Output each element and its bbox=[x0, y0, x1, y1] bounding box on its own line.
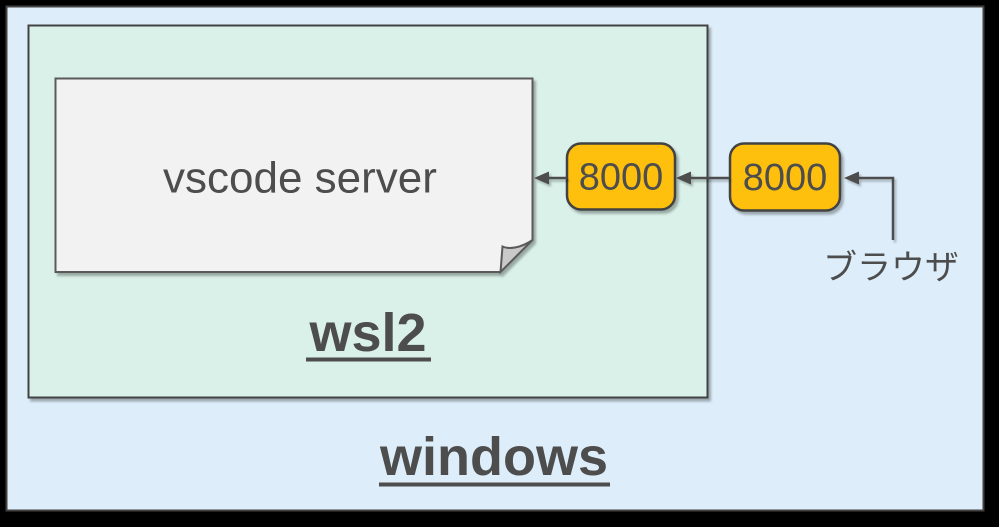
arrowhead-port-to-server bbox=[534, 171, 549, 185]
arrow-browser-to-port bbox=[859, 176, 895, 240]
wsl2-label-group: wsl2 bbox=[306, 303, 431, 363]
port-label-wsl2: 8000 bbox=[579, 157, 664, 199]
vscode-server-label: vscode server bbox=[163, 154, 437, 203]
windows-label: windows bbox=[379, 427, 608, 487]
note-fold-corner bbox=[499, 239, 534, 275]
port-label-windows: 8000 bbox=[743, 157, 828, 199]
arrowhead-port-to-port bbox=[676, 171, 691, 185]
port-node-windows bbox=[728, 142, 842, 212]
flow-arrows bbox=[534, 171, 895, 240]
arrowhead-browser-to-port bbox=[844, 171, 859, 185]
windows-label-group: windows bbox=[379, 427, 610, 487]
wsl2-label: wsl2 bbox=[308, 303, 426, 363]
vscode-note-shape bbox=[54, 77, 534, 275]
port-node-wsl2 bbox=[565, 142, 677, 211]
browser-label: ブラウザ bbox=[823, 249, 959, 287]
